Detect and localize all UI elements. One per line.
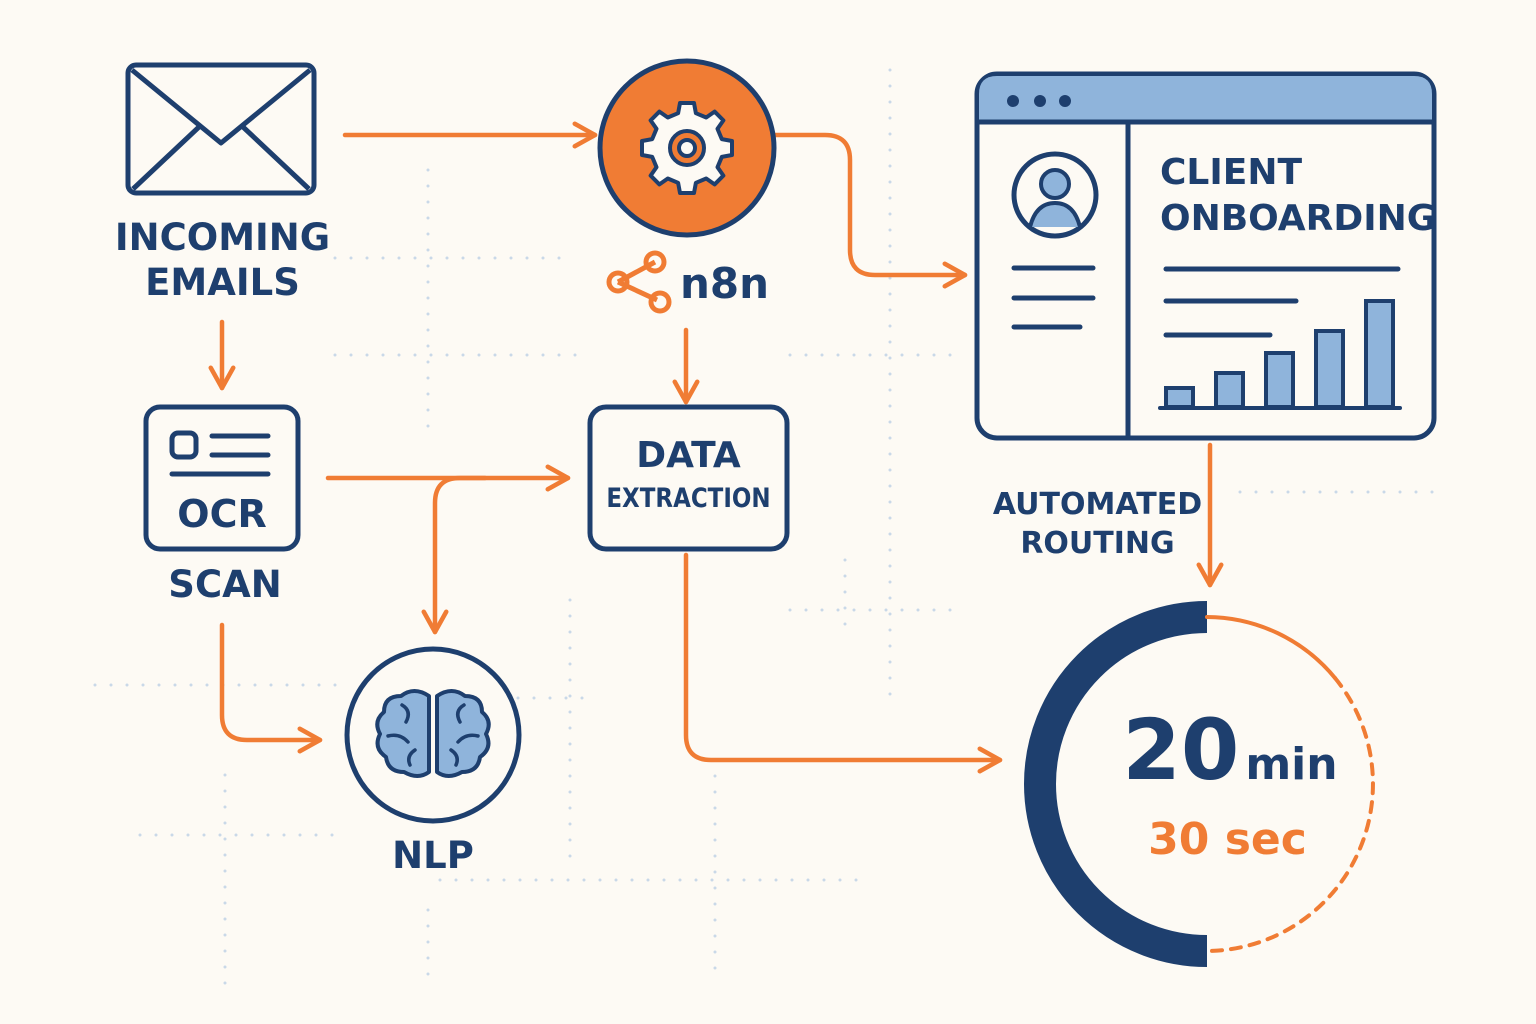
n8n-logo-icon (606, 250, 672, 314)
data-extraction-line1: DATA (636, 435, 741, 476)
n8n-gear-node (597, 58, 777, 238)
nlp-label: NLP (392, 834, 474, 877)
arrow-scan-to-nlp (219, 622, 323, 754)
client-onboarding-line2: ONBOARDING (1160, 198, 1437, 239)
timer-progress-arc (1024, 601, 1208, 967)
background-grid (93, 68, 1447, 992)
client-onboarding-title: CLIENT ONBOARDING (1160, 150, 1437, 242)
data-extraction-box (587, 404, 790, 552)
incoming-emails-label: INCOMING EMAILS (100, 215, 345, 305)
ocr-card-icon (143, 404, 301, 552)
timer-seconds: 30 sec (1148, 814, 1307, 865)
gear-icon (640, 101, 734, 195)
user-avatar-icon (1011, 151, 1099, 239)
data-extraction-line2: EXTRACTION (606, 483, 771, 514)
arrow-n8n-to-onboarding (772, 132, 968, 289)
text-lines (1011, 265, 1401, 338)
timer-minutes-unit: min (1245, 739, 1338, 790)
browser-window-icon (974, 71, 1437, 441)
arrow-branch-to-nlp (421, 475, 488, 635)
nlp-node (344, 646, 522, 824)
arrow-extraction-to-timer (683, 552, 1003, 774)
automated-routing-line2: ROUTING (1020, 526, 1175, 561)
incoming-emails-line2: EMAILS (145, 261, 300, 304)
bar-chart-icon (1158, 299, 1402, 410)
incoming-emails-line1: INCOMING (114, 216, 331, 259)
envelope-icon (125, 62, 317, 196)
timer-dashed-arc (1205, 676, 1375, 953)
n8n-label: n8n (680, 259, 770, 308)
automated-routing-label: AUTOMATED ROUTING (985, 485, 1210, 563)
brain-icon (375, 689, 491, 778)
timer-minutes-value: 20 (1122, 701, 1240, 799)
scan-label: SCAN (168, 563, 282, 606)
ocr-card-text: OCR (177, 492, 267, 536)
connectors (208, 121, 1224, 774)
data-extraction-label: DATA EXTRACTION (590, 433, 787, 519)
client-onboarding-line1: CLIENT (1160, 152, 1303, 193)
timer-ring (1024, 601, 1375, 967)
timer-remaining-arc (1205, 615, 1337, 680)
automated-routing-line1: AUTOMATED (992, 487, 1203, 522)
